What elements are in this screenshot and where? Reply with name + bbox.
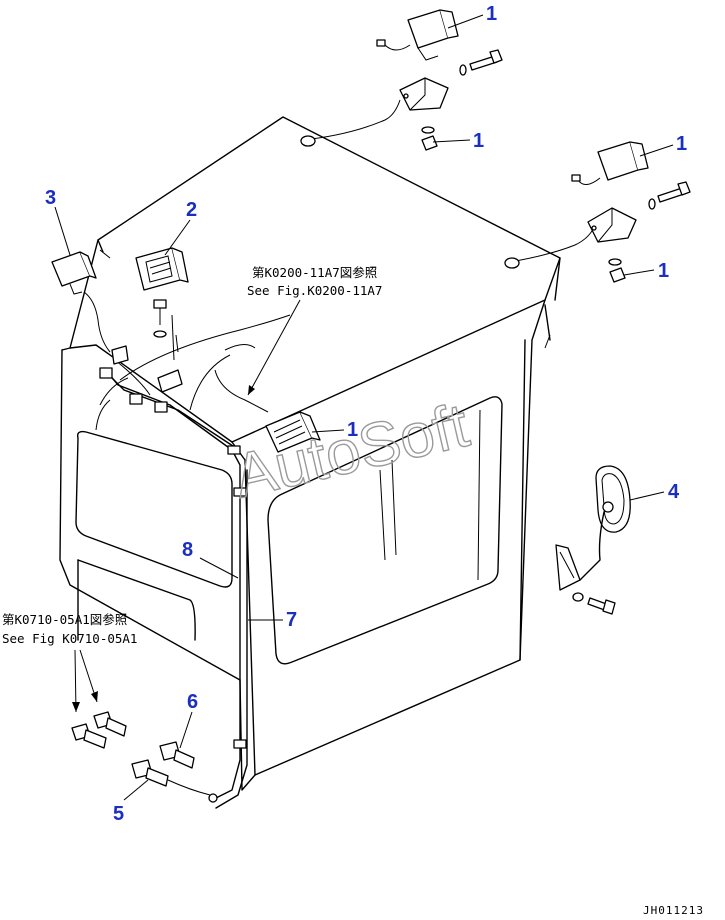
callout-1: 1 xyxy=(658,260,669,282)
mirror xyxy=(555,465,631,615)
callout-1: 1 xyxy=(347,419,358,441)
callout-2: 2 xyxy=(186,199,197,221)
roof-harness xyxy=(300,99,596,269)
reference-note-k0710: 第K0710-05A1図参照 See Fig K0710-05A1 xyxy=(2,612,137,713)
drawing-code: JH011213 xyxy=(643,904,704,917)
work-lamp-upper xyxy=(376,9,503,151)
grommet xyxy=(300,135,316,147)
callout-numbers: 1 1 1 1 1 2 3 4 5 6 7 8 xyxy=(45,3,687,825)
reference-note-k0200: 第K0200-11A7図参照 See Fig.K0200-11A7 xyxy=(247,265,382,396)
ref-note-jp: 第K0710-05A1図参照 xyxy=(2,612,127,627)
callout-4: 4 xyxy=(668,481,680,503)
work-lamp-front xyxy=(265,411,321,453)
callout-leaders xyxy=(54,14,674,801)
grommet xyxy=(504,257,520,269)
callout-5: 5 xyxy=(113,803,124,825)
connectors xyxy=(71,711,211,796)
cab-body xyxy=(59,116,561,791)
callout-1: 1 xyxy=(473,130,484,152)
watermark: AutoSoft xyxy=(228,391,475,512)
flood-lamp xyxy=(135,247,189,361)
callout-8: 8 xyxy=(182,539,193,561)
callout-1: 1 xyxy=(486,3,497,25)
work-lamp-right xyxy=(571,141,691,283)
ref-note-en: See Fig K0710-05A1 xyxy=(2,631,137,646)
ref-note-jp: 第K0200-11A7図参照 xyxy=(252,265,377,280)
callout-6: 6 xyxy=(187,691,198,713)
wiring-harness xyxy=(95,314,291,809)
ref-note-en: See Fig.K0200-11A7 xyxy=(247,283,382,298)
callout-7: 7 xyxy=(286,609,297,631)
callout-1: 1 xyxy=(676,133,687,155)
callout-3: 3 xyxy=(45,187,56,209)
rear-lamp xyxy=(51,251,111,353)
